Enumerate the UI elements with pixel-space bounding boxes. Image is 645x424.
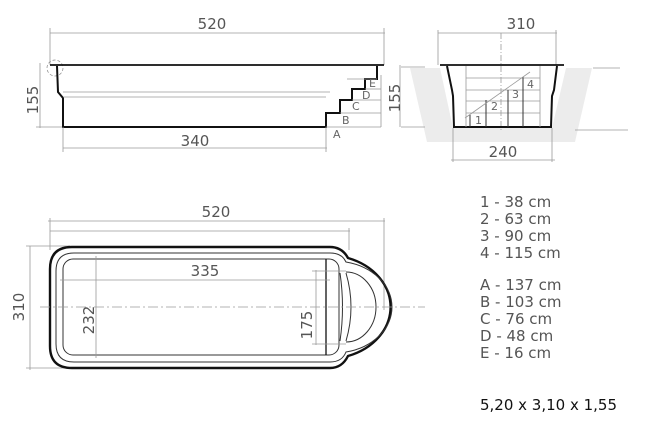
side-depth-right-label: 155 [386, 84, 404, 113]
legend-item: 1 - 38 cm [480, 193, 551, 211]
step-label-a: A [333, 128, 341, 141]
pool-profile [56, 65, 378, 128]
step-label-d: D [362, 89, 370, 102]
soil-backfill [410, 68, 592, 142]
step-label-b: B [342, 114, 350, 127]
legend-item: 2 - 63 cm [480, 210, 551, 228]
plan-view: 520 310 335 232 175 [10, 203, 425, 370]
side-view: 520 155 340 155 A B C D E [24, 15, 404, 152]
inner-length-label: 335 [191, 262, 220, 280]
cross-step-2: 2 [491, 100, 498, 113]
plan-width-label: 310 [10, 293, 28, 322]
floor-length-label: 340 [181, 132, 210, 150]
side-length-label: 520 [198, 15, 227, 33]
step-label-c: C [352, 100, 360, 113]
cross-width-label: 310 [507, 15, 536, 33]
legend-item: B - 103 cm [480, 293, 562, 311]
legend-item: C - 76 cm [480, 310, 552, 328]
step-label-e: E [369, 77, 376, 90]
cross-step-1: 1 [475, 114, 482, 127]
step-width-label: 175 [298, 311, 316, 340]
overall-dimensions: 5,20 x 3,10 x 1,55 [480, 396, 617, 414]
plan-length-label: 520 [202, 203, 231, 221]
depth-legend: 1 - 38 cm 2 - 63 cm 3 - 90 cm 4 - 115 cm… [480, 193, 562, 362]
legend-item: 4 - 115 cm [480, 244, 561, 262]
cross-section-view: 310 1 2 3 4 240 [401, 15, 628, 162]
cross-step-4: 4 [527, 78, 534, 91]
legend-item: A - 137 cm [480, 276, 561, 294]
detail-circle [46, 59, 64, 77]
legend-item: 3 - 90 cm [480, 227, 551, 245]
cross-step-3: 3 [512, 88, 519, 101]
legend-item: E - 16 cm [480, 344, 551, 362]
side-depth-left-label: 155 [24, 86, 42, 115]
inner-width-label: 232 [80, 306, 98, 335]
pool-outer-rim [48, 245, 392, 370]
cross-floor-width-label: 240 [489, 143, 518, 161]
legend-item: D - 48 cm [480, 327, 553, 345]
